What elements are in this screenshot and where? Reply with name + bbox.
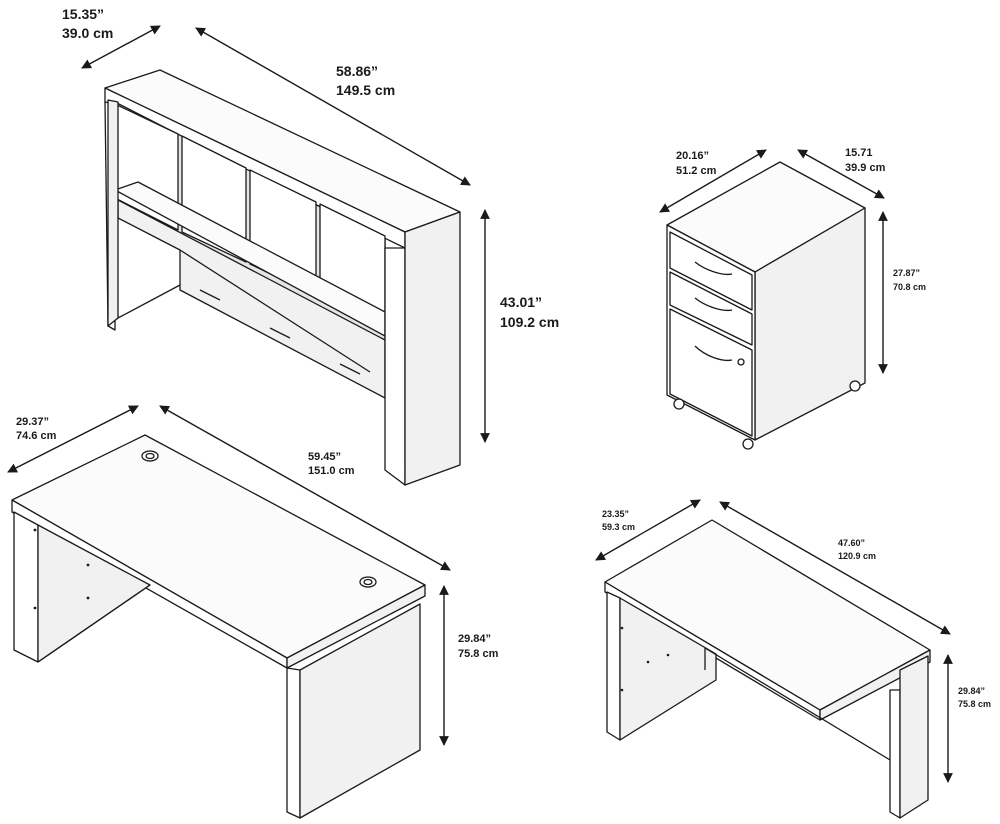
hutch-depth-cm: 39.0 cm — [62, 25, 113, 41]
return-desk-drawing — [604, 519, 931, 819]
desk-right-panel-side — [299, 603, 421, 819]
desk-width-cm: 151.0 cm — [308, 465, 355, 477]
hutch-drawing — [104, 69, 461, 486]
cabinet-depth-in: 15.71 — [845, 147, 873, 159]
hutch-dimensions: 15.35” 39.0 cm 58.86” 149.5 cm 43.01” 10… — [62, 6, 559, 443]
cabinet-caster-2 — [742, 438, 754, 450]
desk-right-panel — [286, 667, 301, 819]
hutch-depth-in: 15.35” — [62, 6, 104, 22]
return-depth-cm: 59.3 cm — [602, 522, 635, 532]
cabinet-height-cm: 70.8 cm — [893, 282, 926, 292]
cabinet-height-in: 27.87” — [893, 268, 920, 278]
file-cabinet-drawing — [666, 161, 866, 450]
hutch-depth-arrow — [81, 25, 161, 69]
desk-width-in: 59.45” — [308, 451, 341, 463]
hutch-height-in: 43.01” — [500, 294, 542, 310]
return-right-panel-side — [899, 655, 929, 819]
desk-dimensions: 29.37” 74.6 cm 59.45” 151.0 cm 29.84” 75… — [7, 405, 499, 746]
hutch-height-cm: 109.2 cm — [500, 314, 559, 330]
return-left-panel — [606, 591, 621, 741]
hutch-width-arrow — [195, 27, 471, 186]
return-left-panel-side — [619, 597, 717, 741]
cabinet-depth-cm: 39.9 cm — [845, 162, 886, 174]
cabinet-drawer-1-handle — [694, 261, 733, 276]
hutch-left-side-panel — [107, 99, 119, 327]
desk-width-arrow — [159, 405, 451, 571]
return-depth-arrow — [595, 499, 701, 561]
cabinet-drawer-3 — [669, 308, 753, 437]
return-depth-in: 23.35” — [602, 509, 629, 519]
file-cabinet-dimensions: 20.16” 51.2 cm 15.71 39.9 cm 27.87” 70.8… — [659, 147, 926, 374]
cabinet-caster-1 — [673, 398, 685, 410]
cabinet-drawer-3-handle — [694, 345, 733, 362]
hutch-width-in: 58.86” — [336, 63, 378, 79]
desk-grommet-1 — [141, 450, 159, 462]
desk-depth-in: 29.37” — [16, 416, 49, 428]
return-width-arrow — [719, 501, 951, 635]
cabinet-drawer-2 — [669, 271, 753, 346]
desk-height-cm: 75.8 cm — [458, 648, 499, 660]
return-width-cm: 120.9 cm — [838, 551, 876, 561]
return-height-cm: 75.8 cm — [958, 699, 991, 709]
return-width-in: 47.60” — [838, 538, 865, 548]
cabinet-width-in: 20.16” — [676, 150, 709, 162]
return-top-right-edge — [819, 649, 931, 721]
desk-drawing — [11, 434, 426, 819]
desk-top-right-edge — [286, 584, 426, 669]
desk-height-in: 29.84” — [458, 633, 491, 645]
return-height-in: 29.84” — [958, 686, 985, 696]
cabinet-width-cm: 51.2 cm — [676, 165, 717, 177]
desk-grommet-2 — [359, 576, 377, 588]
cabinet-depth-arrow — [797, 149, 885, 199]
hutch-right-side-panel — [404, 211, 461, 486]
desk-depth-arrow — [7, 405, 139, 473]
cabinet-lock-icon — [737, 358, 745, 366]
cabinet-width-arrow — [659, 149, 767, 213]
return-right-panel — [889, 689, 901, 819]
desk-left-panel — [13, 511, 39, 663]
return-desk-dimensions: 23.35” 59.3 cm 47.60” 120.9 cm 29.84” 75… — [595, 499, 991, 783]
cabinet-drawer-2-handle — [694, 297, 733, 312]
desk-depth-cm: 74.6 cm — [16, 430, 57, 442]
cabinet-caster-3 — [849, 380, 861, 392]
hutch-width-cm: 149.5 cm — [336, 82, 395, 98]
hutch-right-side-front — [384, 247, 406, 486]
